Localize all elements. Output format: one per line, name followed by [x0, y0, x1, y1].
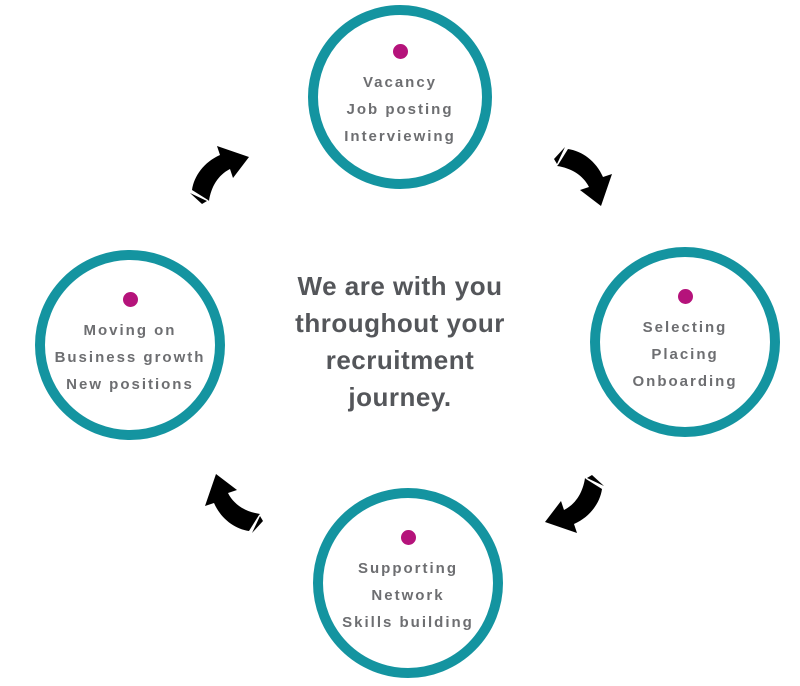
node-line: Vacancy	[362, 74, 438, 91]
node-line: New positions	[66, 376, 194, 393]
node-line: Selecting	[642, 319, 728, 336]
bullet-dot-icon	[392, 44, 408, 59]
center-message-line: We are with you	[297, 271, 503, 301]
bullet-dot-icon	[122, 292, 138, 307]
node-line: Skills building	[342, 614, 474, 631]
center-message-line: journey.	[348, 382, 452, 412]
node-line: Job posting	[346, 101, 454, 118]
node-line: Supporting	[358, 560, 458, 577]
bullet-dot-icon	[400, 530, 416, 545]
center-message: We are with you throughout your recruitm…	[260, 268, 540, 416]
node-moving-on-label: Moving on Business growth New positions	[55, 317, 206, 398]
node-supporting: Supporting Network Skills building	[313, 488, 503, 678]
node-line: Placing	[651, 346, 719, 363]
node-line: Business growth	[54, 349, 206, 366]
center-message-line: throughout your	[295, 308, 505, 338]
node-selecting: Selecting Placing Onboarding	[590, 247, 780, 437]
node-line: Interviewing	[344, 128, 456, 145]
bullet-dot-icon	[677, 289, 693, 304]
arrow-left-to-top-icon	[181, 141, 253, 213]
node-vacancy: Vacancy Job posting Interviewing	[308, 5, 492, 189]
node-selecting-label: Selecting Placing Onboarding	[633, 314, 738, 395]
arrow-top-to-right-icon	[545, 138, 617, 210]
node-line: Moving on	[83, 322, 177, 339]
node-moving-on: Moving on Business growth New positions	[35, 250, 225, 440]
arrow-bottom-to-left-icon	[200, 470, 272, 542]
node-line: Onboarding	[632, 373, 738, 390]
arrow-right-to-bottom-icon	[541, 466, 613, 538]
center-message-line: recruitment	[325, 345, 475, 375]
node-line: Network	[371, 587, 445, 604]
node-vacancy-label: Vacancy Job posting Interviewing	[344, 69, 456, 150]
node-supporting-label: Supporting Network Skills building	[342, 555, 474, 636]
